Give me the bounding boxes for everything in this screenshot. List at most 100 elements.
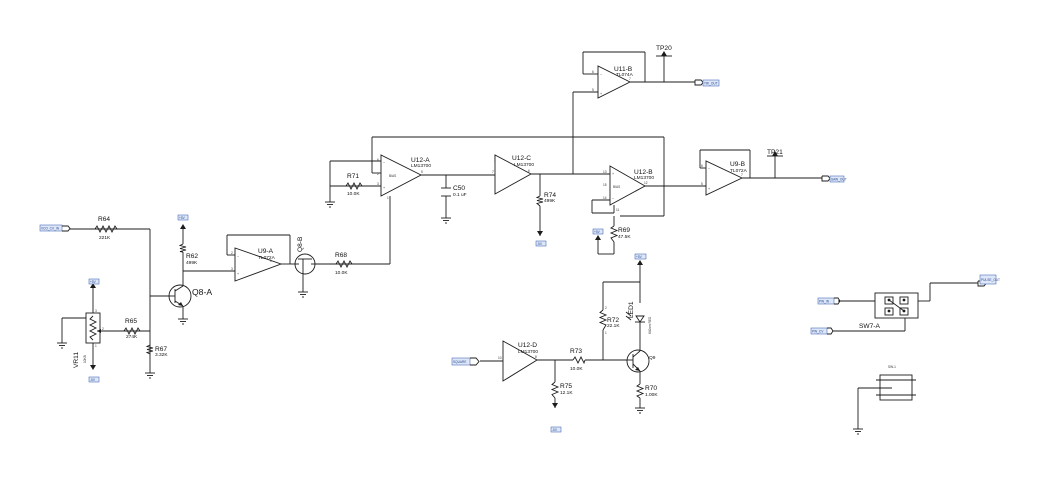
svg-text:1: 1 <box>95 344 97 348</box>
svg-text:−: − <box>612 197 614 201</box>
svg-text:6: 6 <box>701 164 703 168</box>
svg-text:5: 5 <box>592 88 594 92</box>
pin-numbers: 6 2 3 5 1 7 6 13 15 14 12 11 6 5 7 6 5 7… <box>95 70 743 360</box>
r67-value: 3.32K <box>155 352 168 358</box>
resistor-r73 <box>572 355 586 365</box>
net-tags: VCO_CV_IN +5V +5V -5V -5V +5V +5V -5V SQ… <box>39 79 1000 433</box>
svg-text:−: − <box>383 161 385 165</box>
opamp-u12d <box>502 340 538 382</box>
svg-text:-5V: -5V <box>552 428 558 432</box>
net-tag-out-u9b[interactable]: SAW_OUT <box>821 175 847 183</box>
r73-ref: R73 <box>570 348 582 355</box>
net-tag-v-pot-top[interactable]: +5V <box>88 278 100 285</box>
svg-text:+: + <box>708 187 710 191</box>
svg-text:3: 3 <box>377 182 379 186</box>
svg-text:PULSE_OUT: PULSE_OUT <box>981 278 1000 282</box>
vr11-value: 10KB <box>83 355 87 363</box>
transistor-q8b <box>294 253 316 275</box>
net-tag-v-r69[interactable]: +5V <box>592 228 604 235</box>
tp20-ref: TP20 <box>656 45 672 52</box>
opamps: −+ −+ −+ −+ +− <box>234 65 744 382</box>
svg-text:10: 10 <box>498 356 502 360</box>
svg-text:+: + <box>237 272 239 276</box>
svg-text:6: 6 <box>528 169 530 173</box>
svg-text:−: − <box>600 73 602 77</box>
u12a-ref: U12-A <box>411 157 430 164</box>
component-labels: U11-B TL074A U12-A LM13700 U12-C LM13700… <box>73 45 896 398</box>
u9a-ref: U9-A <box>258 248 274 255</box>
svg-text:+: + <box>612 172 614 176</box>
q8a-ref: Q8-A <box>192 287 212 297</box>
opamp-u12c <box>494 154 532 195</box>
q8b-ref: Q8-B <box>297 236 304 252</box>
r71-ref: R71 <box>347 173 359 180</box>
ground-symbol <box>441 217 451 224</box>
net-tag-v-u12c[interactable]: -5V <box>535 240 547 247</box>
u12d-ref: U12-D <box>518 342 537 349</box>
led1-value: 640nm RED <box>648 316 652 334</box>
ground-symbol <box>57 342 67 349</box>
resistor-r75 <box>550 381 560 399</box>
svg-text:8: 8 <box>535 355 537 359</box>
resistor-r74 <box>535 195 544 207</box>
net-tag-in-mid[interactable]: SQUARE <box>451 357 480 366</box>
svg-text:5: 5 <box>421 170 423 174</box>
net-tag-sw-in1[interactable]: PW_IN <box>817 297 841 305</box>
net-tag-sw-top[interactable]: PULSE_OUT <box>977 274 1000 287</box>
r62-value: 499K <box>186 260 198 266</box>
net-tag-sw-in2[interactable]: PW_CV <box>810 327 834 335</box>
net-tag-v-pot-bot[interactable]: -5V <box>88 376 100 383</box>
r67-ref: R67 <box>155 346 167 353</box>
q9-ref: Q9 <box>649 355 656 361</box>
r72-ref: R72 <box>607 317 619 324</box>
r64-value: 221K <box>99 235 111 241</box>
r65-value: 274K <box>126 334 138 340</box>
svg-text:7: 7 <box>492 170 494 174</box>
transistors <box>168 253 650 373</box>
r70-ref: R70 <box>645 385 657 392</box>
opamp-u9b <box>705 160 744 196</box>
u12b-ref: U12-B <box>634 169 653 176</box>
r69-ref: R69 <box>618 227 630 234</box>
resistor-r64 <box>94 224 118 234</box>
r65-ref: R65 <box>125 318 137 325</box>
u12c-part: LM13700 <box>514 162 534 168</box>
net-tag-out-u11[interactable]: TRI_OUT <box>694 79 720 87</box>
svg-text:3: 3 <box>231 267 233 271</box>
r73-value: 10.0K <box>570 366 583 372</box>
r68-value: 10.0K <box>335 270 348 276</box>
net-tag-in-left[interactable]: VCO_CV_IN <box>39 224 71 232</box>
net-tag-v-r75[interactable]: -5V <box>550 426 562 433</box>
u12a-bias: BIAS <box>389 174 396 178</box>
svg-text:2: 2 <box>377 172 379 176</box>
r75-value: 12.1K <box>560 390 573 396</box>
u11b-ref: U11-B <box>614 66 633 73</box>
svg-text:1: 1 <box>605 331 607 335</box>
testpoints <box>656 55 783 157</box>
svg-text:2: 2 <box>102 327 104 331</box>
svg-text:2: 2 <box>231 251 233 255</box>
led1 <box>625 311 645 323</box>
vr11-ref: VR11 <box>73 352 80 368</box>
svg-text:3: 3 <box>95 309 97 313</box>
sw7a-ref: SW7-A <box>859 323 880 330</box>
net-tag-v-top[interactable]: +5V <box>177 214 189 221</box>
resistor-r62 <box>178 243 187 253</box>
resistor-r72 <box>598 309 608 331</box>
svg-text:7: 7 <box>741 173 743 177</box>
svg-text:SQUARE: SQUARE <box>453 360 466 364</box>
svg-text:-5V: -5V <box>537 242 543 246</box>
resistor-r65 <box>123 326 141 336</box>
svg-text:1: 1 <box>387 196 389 200</box>
r74-value: 499K <box>544 198 556 204</box>
svg-text:−: − <box>237 255 239 259</box>
svg-text:13: 13 <box>603 170 607 174</box>
svg-text:PW_IN: PW_IN <box>819 300 830 304</box>
net-tag-v-top-right[interactable]: +5V <box>634 253 647 260</box>
resistor-r69 <box>609 225 619 243</box>
u12a-part: LM13700 <box>411 163 431 169</box>
r74-ref: R74 <box>544 192 556 199</box>
svg-text:+5V: +5V <box>179 216 186 220</box>
r75-ref: R75 <box>560 383 572 390</box>
